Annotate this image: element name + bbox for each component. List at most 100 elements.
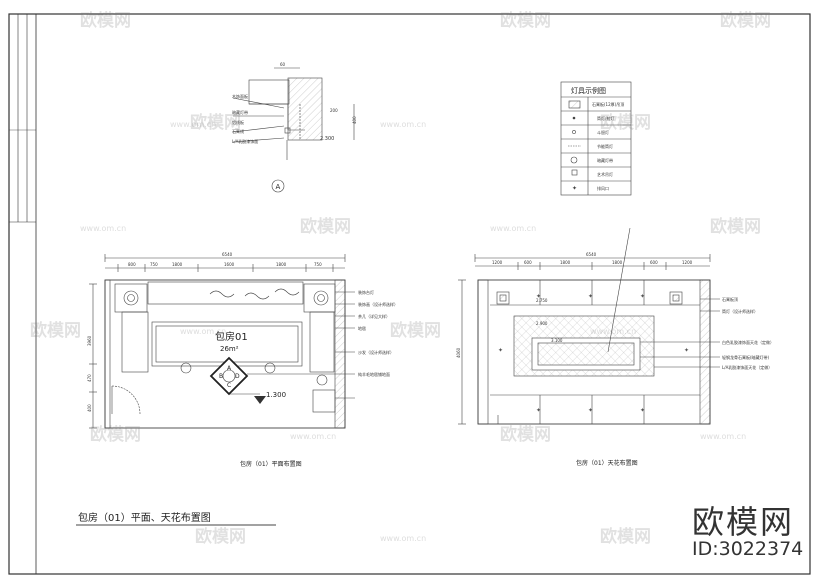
watermark-brand: 欧模网 bbox=[720, 11, 771, 31]
detail-level: 2.300 bbox=[320, 136, 334, 142]
legend-row-4: 节能筒灯 bbox=[597, 143, 613, 149]
plan-top-dim-6: 750 bbox=[314, 262, 322, 267]
ceiling-light-icons: ✦ ✦ ✦ ✦ ✦ ✦ ✦ ✦ bbox=[498, 293, 689, 414]
compass-d: D bbox=[235, 373, 240, 380]
watermark-brand: 欧模网 bbox=[30, 321, 81, 341]
light-star-icon: ✦ bbox=[640, 293, 645, 300]
plan-level: 1.300 bbox=[266, 391, 286, 399]
plan-left-dim-1: 3960 bbox=[87, 335, 92, 346]
watermark-brand: 欧模网 bbox=[390, 321, 441, 341]
ceiling-top-dim-2: 600 bbox=[524, 260, 532, 265]
legend-row-1: 石膏板(12厚)吊顶 bbox=[592, 101, 624, 107]
star-light-icon: ✦ bbox=[572, 185, 577, 192]
watermark-brand: 欧模网 bbox=[190, 113, 241, 133]
watermark-url: www.om.cn bbox=[290, 432, 337, 441]
plan-top-dim-5: 1800 bbox=[276, 262, 287, 267]
legend-icons: ✦ bbox=[572, 116, 577, 192]
ceiling-callouts: 石膏板顶 筒灯（设计师选样） 白色乳胶漆饰面天花（定做） 轻钢龙骨石膏板(暗藏灯… bbox=[722, 296, 774, 370]
light-star-icon: ✦ bbox=[536, 293, 541, 300]
ceiling-top-dim-6: 1200 bbox=[682, 260, 693, 265]
plan-callout-1: 装饰台灯 bbox=[358, 289, 374, 295]
ceiling-top-dim-5: 600 bbox=[650, 260, 658, 265]
detail-dim-right: 400 bbox=[352, 116, 357, 124]
ceiling-overall-dim: 6540 bbox=[586, 252, 597, 257]
detail-label-4: 石膏线 bbox=[232, 128, 244, 134]
watermark-brand: 欧模网 bbox=[80, 11, 131, 31]
compass-labels: A B C D bbox=[219, 365, 240, 389]
plan-callout-6: 纯羊毛地毯铺地面 bbox=[358, 371, 390, 377]
plan-top-dim-1: 800 bbox=[128, 262, 136, 267]
light-star-icon: ✦ bbox=[640, 407, 645, 414]
plan-dims: 6540 800 750 1800 1600 1800 750 3960 470… bbox=[87, 252, 322, 412]
watermark-brand: 欧模网 bbox=[710, 217, 761, 237]
legend-row-5: 暗藏灯带 bbox=[597, 157, 613, 163]
detail-label-1: 木饰面板 bbox=[232, 93, 248, 99]
detail-label-3: 铝线板 bbox=[232, 119, 244, 125]
downlight-icon bbox=[572, 116, 576, 120]
ceiling-level-3: 3.100 bbox=[551, 338, 563, 343]
detail-label-2: 暗藏灯带 bbox=[232, 109, 248, 115]
plan-callout-4: 地毯 bbox=[358, 325, 366, 331]
plan-left-dim-3: 400 bbox=[87, 404, 92, 412]
ceiling-callout-1: 石膏板顶 bbox=[722, 296, 738, 302]
watermark-url: www.om.cn bbox=[170, 120, 217, 129]
watermark-brand: 欧模网 bbox=[195, 527, 246, 547]
room-area: 26m² bbox=[220, 345, 239, 353]
detail-label-5: L/A乳胶漆饰面 bbox=[232, 138, 258, 144]
watermark-brand: 欧模网 bbox=[90, 425, 141, 445]
ceiling-callout-2: 筒灯（设计师选样） bbox=[722, 308, 758, 314]
plan-top-dim-2: 750 bbox=[150, 262, 158, 267]
plan-callout-2: 装饰画（设计师选样） bbox=[358, 301, 398, 307]
ceiling-left-dim: 4060 bbox=[456, 347, 461, 358]
sheet-title: 包房（01）平面、天花布置图 bbox=[78, 511, 211, 524]
legend-row-6: 艺术吊灯 bbox=[597, 171, 613, 177]
watermark-url: www.om.cn bbox=[380, 534, 427, 543]
ceiling-levels: 2.750 2.900 3.100 bbox=[536, 298, 563, 343]
footer-id: ID:3022374 bbox=[692, 538, 804, 560]
ceiling-level-1: 2.750 bbox=[536, 298, 548, 303]
detail-marker: A bbox=[276, 183, 281, 191]
spotlight-icon bbox=[572, 130, 576, 134]
watermark-brand: 欧模网 bbox=[500, 11, 551, 31]
floor-plan bbox=[76, 254, 355, 526]
legend-row-3: 斗胆灯 bbox=[597, 129, 609, 135]
plan-callouts: 装饰台灯 装饰画（设计师选样） 茶几（详见大样） 地毯 沙发（设计师选样） 纯羊… bbox=[358, 289, 398, 377]
watermark-url: www.om.cn bbox=[490, 224, 537, 233]
plan-callout-3: 茶几（详见大样） bbox=[358, 313, 390, 319]
room-name: 包房01 bbox=[215, 330, 248, 343]
legend-title: 灯具示例图 bbox=[571, 86, 606, 95]
footer-brand-logo: 欧模网 bbox=[692, 503, 795, 541]
ceiling-top-dim-1: 1200 bbox=[492, 260, 503, 265]
ceiling-callout-5: L/A乳胶漆饰面天花（定做） bbox=[722, 364, 772, 370]
watermark-brand: 欧模网 bbox=[500, 425, 551, 445]
ceiling-top-dim-3: 1800 bbox=[560, 260, 571, 265]
watermark-brand: 欧模网 bbox=[600, 527, 651, 547]
legend-row-2: 筒灯/射灯 bbox=[597, 115, 614, 121]
detail-a-drawing bbox=[232, 67, 355, 193]
watermark-brand: 欧模网 bbox=[300, 217, 351, 237]
ceiling-top-dim-4: 1800 bbox=[612, 260, 623, 265]
ceiling-plan bbox=[458, 227, 720, 425]
plan-callout-5: 沙发（设计师选样） bbox=[358, 349, 394, 355]
watermark-url: www.om.cn bbox=[380, 120, 427, 129]
plan-top-dim-3: 1800 bbox=[172, 262, 183, 267]
ceiling-caption: 包房（01）天花布置图 bbox=[576, 459, 638, 467]
watermark-url: www.om.cn bbox=[180, 327, 227, 336]
ceiling-dims: 6540 1200 600 1800 1800 600 1200 4060 bbox=[456, 252, 693, 358]
plan-top-dim-4: 1600 bbox=[224, 262, 235, 267]
watermark-url: www.om.cn bbox=[590, 327, 637, 336]
detail-dim-side: 200 bbox=[330, 108, 338, 113]
light-star-icon: ✦ bbox=[498, 347, 503, 354]
light-star-icon: ✦ bbox=[536, 407, 541, 414]
compass-a: A bbox=[227, 365, 232, 372]
light-star-icon: ✦ bbox=[588, 293, 593, 300]
light-star-icon: ✦ bbox=[684, 347, 689, 354]
ceiling-callout-4: 轻钢龙骨石膏板(暗藏灯带) bbox=[722, 354, 770, 360]
plan-left-dim-2: 470 bbox=[87, 374, 92, 382]
sheet-frame bbox=[8, 13, 811, 575]
legend-table bbox=[560, 81, 632, 196]
plan-caption: 包房（01）平面布置图 bbox=[240, 460, 302, 468]
compass-c: C bbox=[227, 382, 231, 389]
legend-row-7: 排风口 bbox=[597, 185, 609, 191]
